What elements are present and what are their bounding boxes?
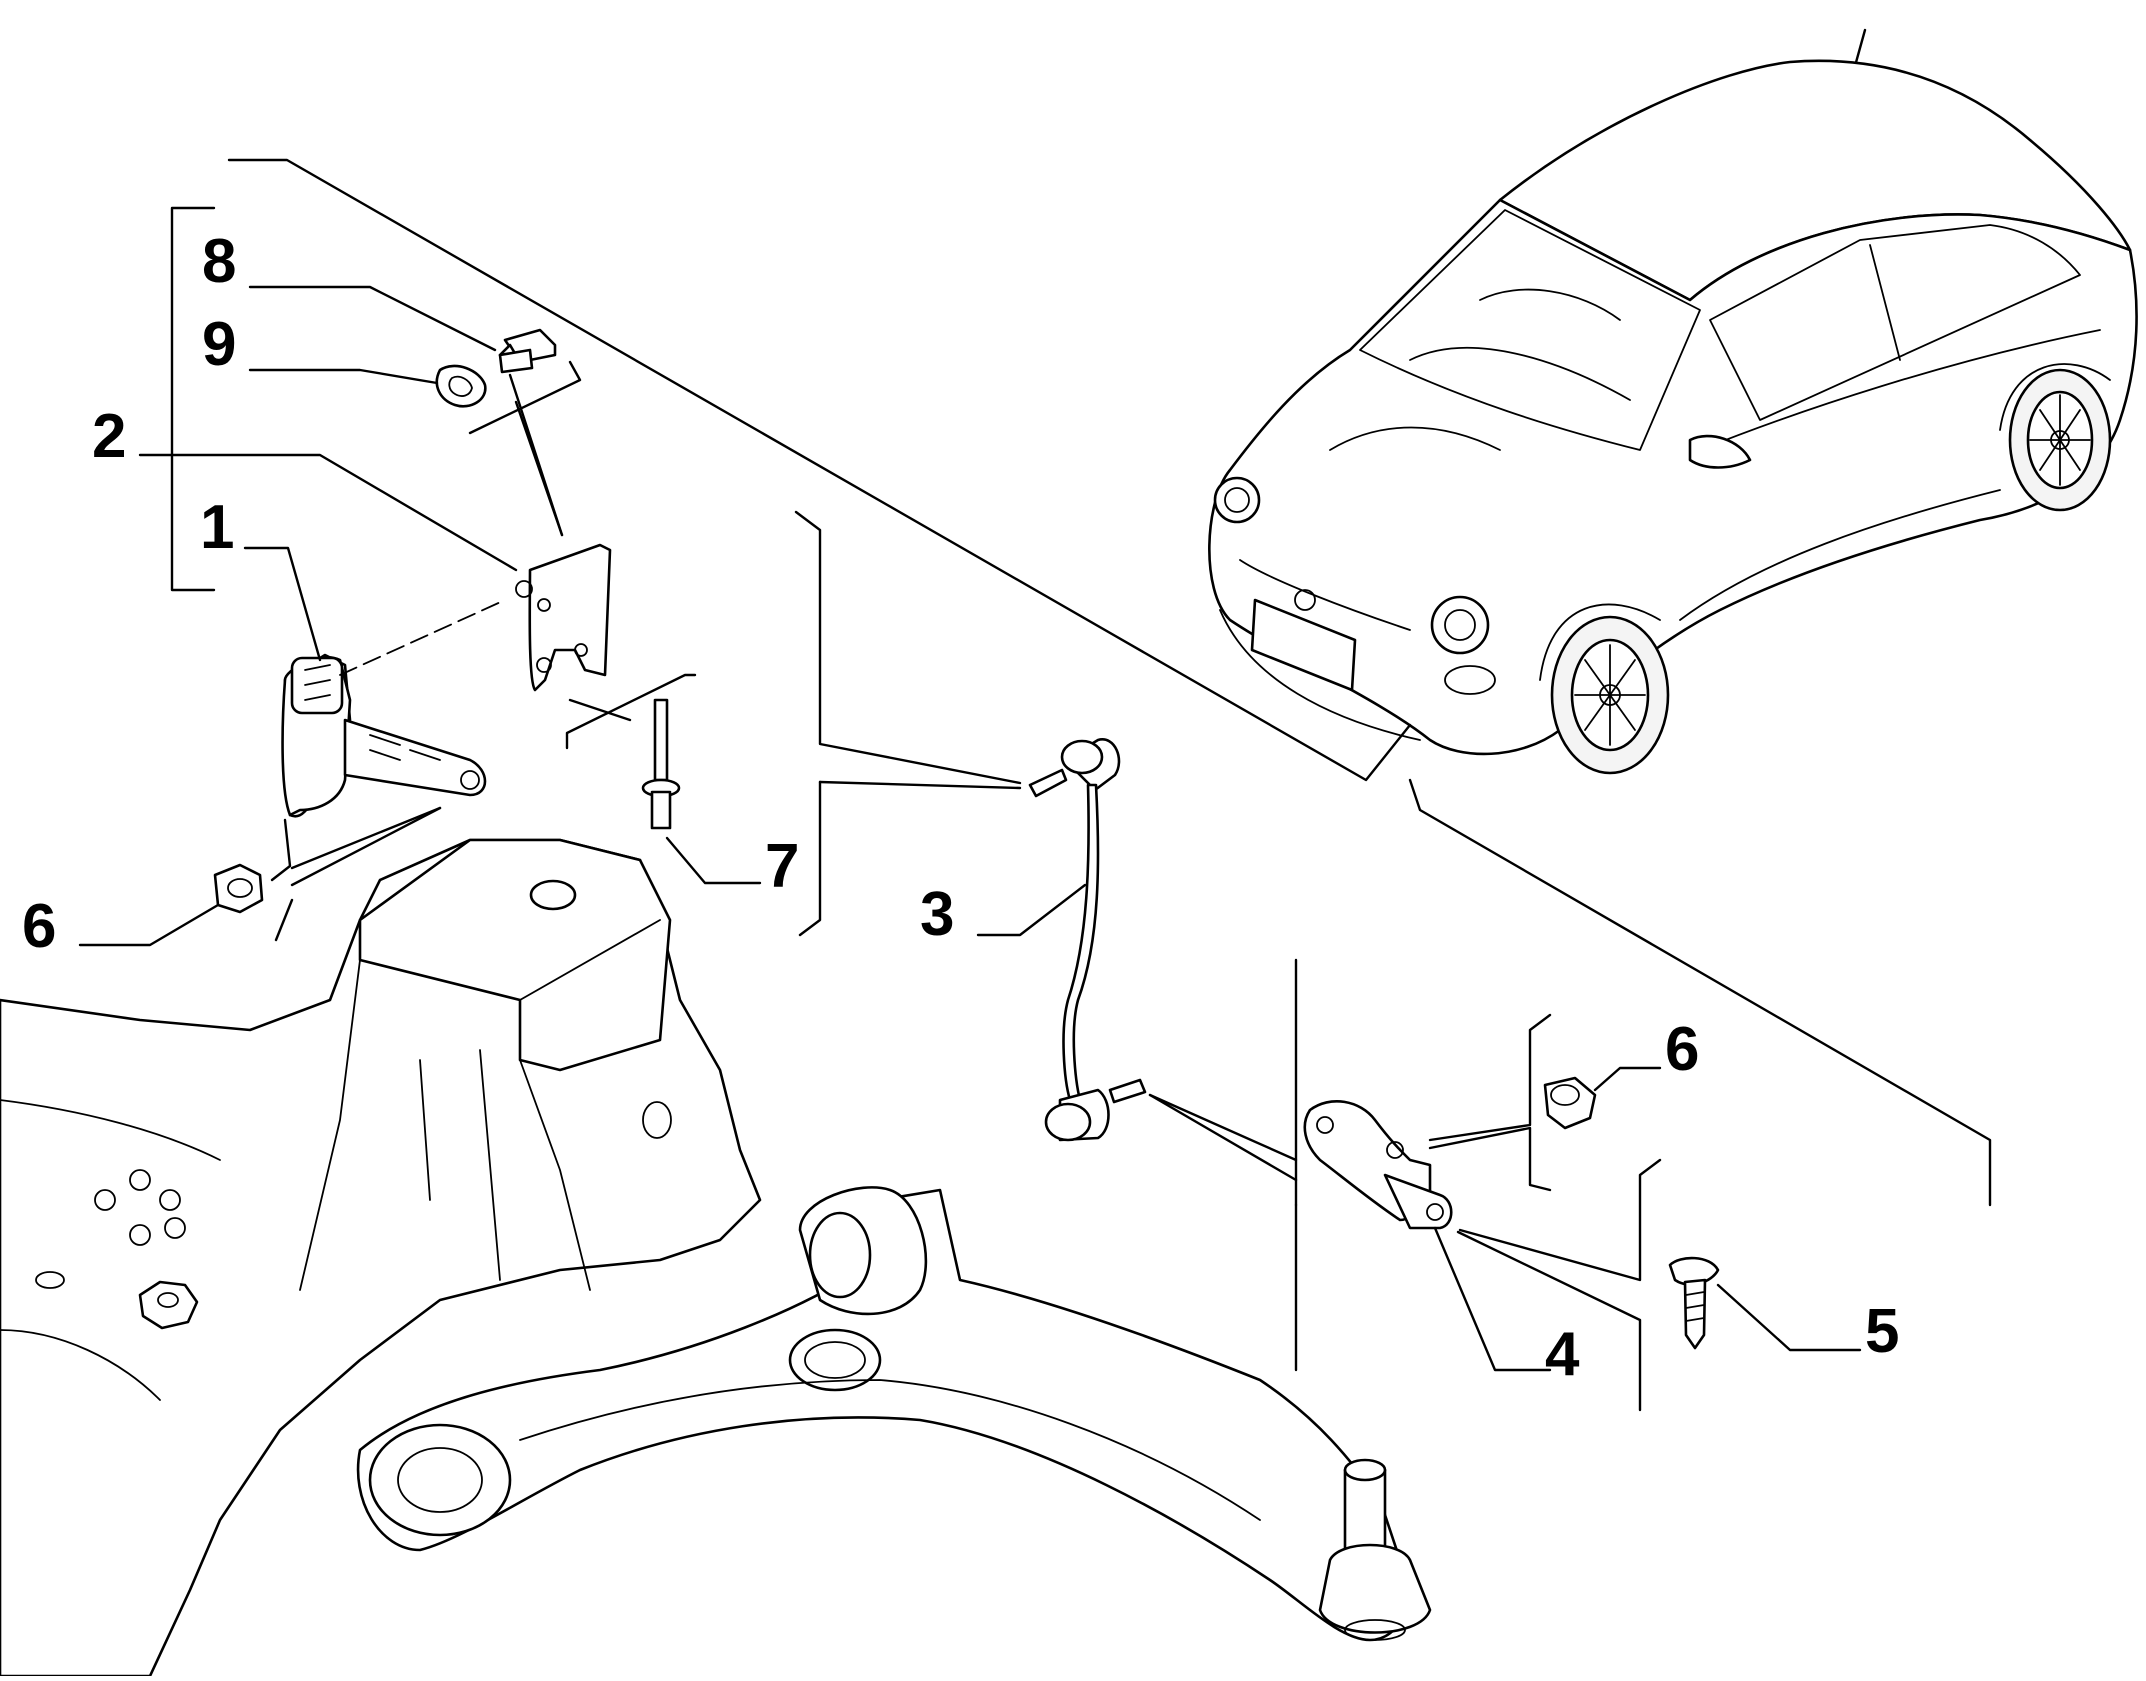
sensor-bracket (515, 543, 612, 692)
callout-7: 7 (765, 832, 799, 901)
callout-5: 5 (1865, 1297, 1899, 1366)
ride-height-sensor (281, 599, 506, 818)
nut-part-6-left (213, 863, 264, 914)
callout-1: 1 (200, 493, 234, 562)
washer-part-9 (435, 364, 487, 408)
callout-9: 9 (202, 310, 236, 379)
plate-part-4 (1303, 1100, 1453, 1230)
callout-6-left: 6 (22, 892, 56, 961)
callout-2: 2 (92, 402, 126, 471)
callout-6-right: 6 (1665, 1015, 1699, 1084)
front-subframe (0, 838, 762, 1678)
leader-lines (78, 158, 1992, 1412)
callout-3: 3 (920, 880, 954, 949)
stabilizer-link (1028, 738, 1147, 1142)
control-arm (356, 1186, 1432, 1642)
callout-8: 8 (202, 227, 236, 296)
rivet-part-7 (641, 698, 681, 830)
bolt-part-8 (498, 328, 557, 374)
callouts: 8 9 2 1 6 7 3 6 5 4 (22, 227, 1899, 1389)
nut-part-6-right (1543, 1076, 1597, 1130)
car-illustration (1208, 28, 2138, 775)
callout-4: 4 (1545, 1320, 1580, 1389)
screw-part-5 (1668, 1256, 1720, 1350)
